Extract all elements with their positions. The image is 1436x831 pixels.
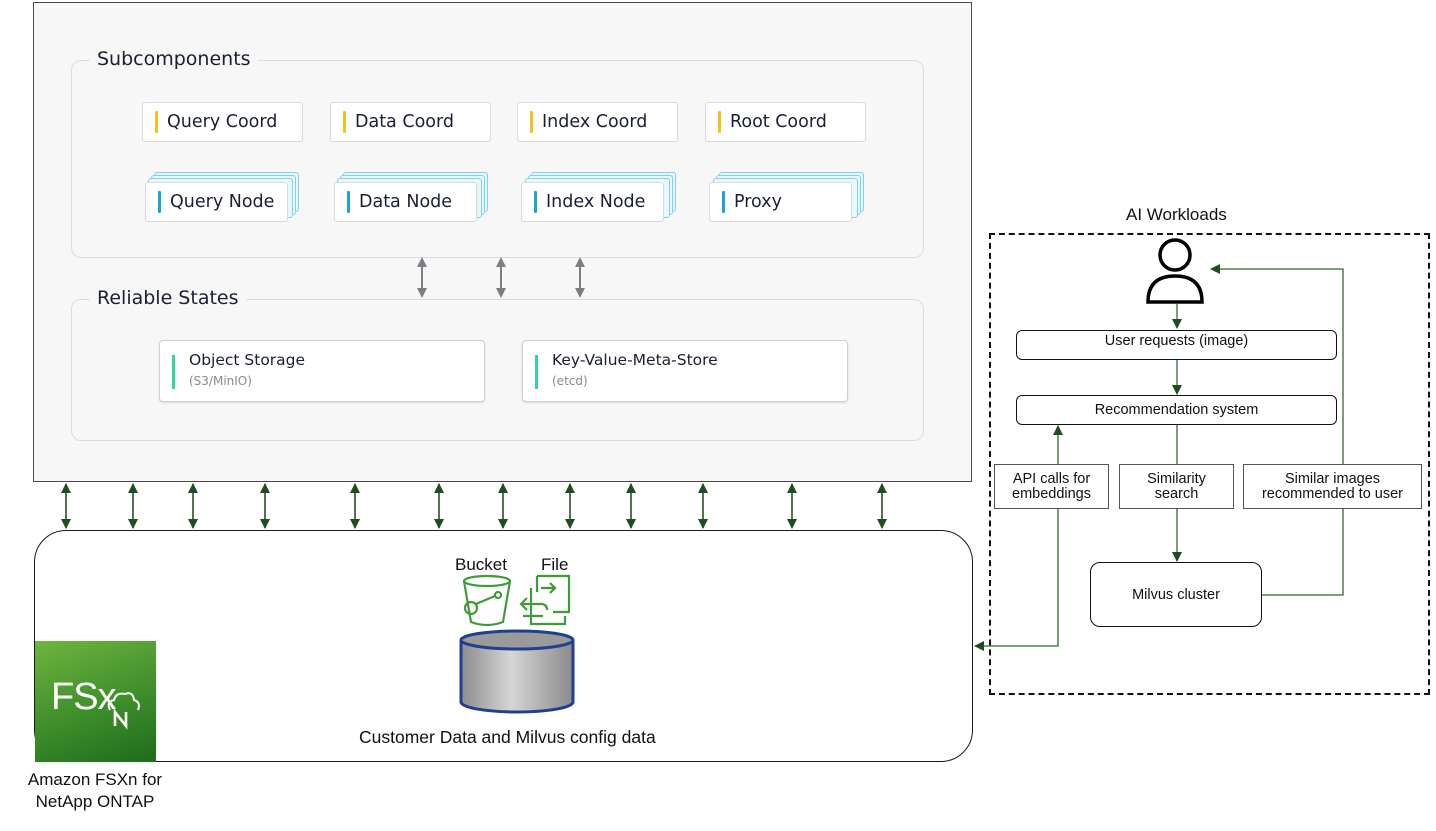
reliable-states-group: Reliable States Object Storage (S3/MinIO…: [71, 287, 924, 441]
similar-images-line1: Similar images: [1284, 470, 1381, 487]
database-cylinder-icon: [459, 629, 575, 714]
kv-meta-store-card: Key-Value-Meta-Store (etcd): [522, 340, 848, 402]
similarity-search-note: Similarity search: [1119, 464, 1234, 509]
milvus-cluster-box: Milvus cluster: [1090, 562, 1262, 627]
similarity-search-line2: search: [1154, 485, 1199, 502]
cloud-n-icon: [107, 692, 140, 730]
api-calls-line1: API calls for: [1012, 470, 1091, 487]
bucket-icon: [462, 574, 512, 627]
query-node-label: Query Node: [170, 192, 275, 212]
ai-workloads-title: AI Workloads: [1126, 205, 1227, 224]
customer-data-label: Customer Data and Milvus config data: [359, 727, 656, 747]
kv-meta-store-sub: (etcd): [552, 374, 588, 388]
query-coord-card: Query Coord: [142, 102, 303, 142]
api-calls-note: API calls for embeddings: [994, 464, 1109, 509]
kv-meta-store-label: Key-Value-Meta-Store: [552, 351, 718, 369]
recommendation-system-box: Recommendation system: [1016, 395, 1337, 425]
node-accent-bar: [158, 191, 161, 213]
milvus-cluster-label: Milvus cluster: [1132, 586, 1220, 603]
coord-accent-bar: [530, 111, 533, 133]
data-node-card: Data Node: [334, 182, 477, 222]
fsx-logo-text: FSx: [51, 676, 117, 718]
storage-link-arrows: [61, 483, 887, 529]
object-storage-sub: (S3/MinIO): [189, 374, 252, 388]
object-storage-label: Object Storage: [189, 351, 306, 369]
coord-accent-bar: [718, 111, 721, 133]
proxy-card: Proxy: [709, 182, 852, 222]
user-icon: [1146, 238, 1204, 304]
similarity-search-line1: Similarity: [1147, 470, 1206, 487]
ai-workloads-box: [989, 233, 1430, 695]
data-coord-label: Data Coord: [355, 112, 454, 132]
reliable-states-title: Reliable States: [90, 287, 246, 309]
state-accent-bar: [172, 355, 175, 389]
subcomponents-title: Subcomponents: [90, 48, 258, 70]
similar-images-note: Similar images recommended to user: [1243, 464, 1422, 509]
root-coord-label: Root Coord: [730, 112, 827, 132]
query-node-card: Query Node: [145, 182, 288, 222]
subcomponents-group: Subcomponents Query Coord Data Coord Ind…: [71, 48, 924, 258]
fsx-caption: Amazon FSXn for NetApp ONTAP: [0, 769, 190, 813]
recommendation-system-label: Recommendation system: [1094, 402, 1259, 418]
similar-images-line2: recommended to user: [1261, 485, 1404, 502]
similar-images-return-arrow: [1210, 264, 1344, 596]
fsx-caption-line1: Amazon FSXn for: [27, 770, 163, 789]
data-coord-card: Data Coord: [330, 102, 491, 142]
coord-accent-bar: [155, 111, 158, 133]
state-accent-bar: [535, 355, 538, 389]
user-requests-label: User requests (image): [1104, 333, 1249, 349]
file-icon: [519, 574, 571, 626]
index-node-card: Index Node: [521, 182, 664, 222]
file-label: File: [541, 555, 569, 574]
node-accent-bar: [722, 191, 725, 213]
fsx-caption-line2: NetApp ONTAP: [35, 792, 155, 811]
root-coord-card: Root Coord: [705, 102, 866, 142]
index-coord-card: Index Coord: [517, 102, 678, 142]
query-coord-label: Query Coord: [167, 112, 278, 132]
proxy-label: Proxy: [734, 192, 782, 212]
milvus-architecture-panel: Subcomponents Query Coord Data Coord Ind…: [33, 2, 972, 482]
bucket-label: Bucket: [455, 555, 507, 574]
index-node-label: Index Node: [546, 192, 646, 212]
index-coord-label: Index Coord: [542, 112, 648, 132]
object-storage-card: Object Storage (S3/MinIO): [159, 340, 485, 402]
user-requests-box: User requests (image): [1016, 330, 1337, 360]
node-accent-bar: [534, 191, 537, 213]
coord-accent-bar: [343, 111, 346, 133]
api-calls-line2: embeddings: [1012, 485, 1091, 502]
data-node-label: Data Node: [359, 192, 453, 212]
node-accent-bar: [347, 191, 350, 213]
